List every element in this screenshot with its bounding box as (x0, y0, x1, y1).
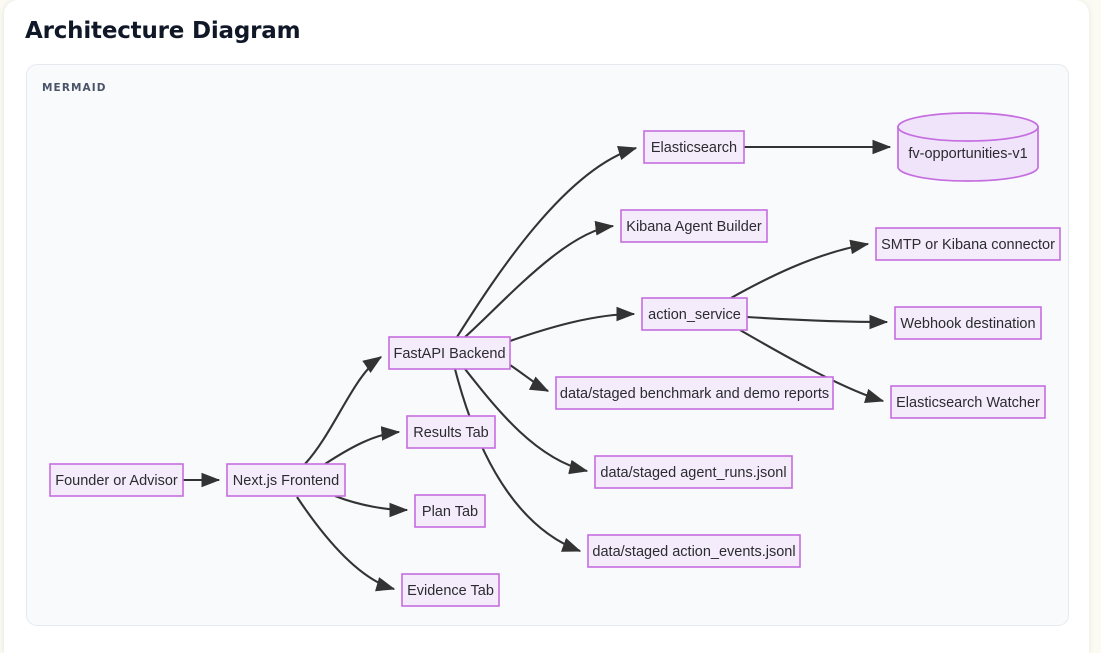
edge-e-frontend-plan (334, 495, 409, 518)
node-action_events[interactable]: data/staged action_events.jsonl (587, 534, 801, 568)
node-label: action_service (648, 307, 741, 323)
node-label: Founder or Advisor (55, 473, 178, 489)
page-title: Architecture Diagram (25, 18, 301, 44)
node-label: Elasticsearch Watcher (896, 395, 1040, 411)
architecture-flowchart: Founder or Advisor Next.js Frontend FastAP… (49, 112, 1061, 607)
node-shape (226, 463, 346, 497)
node-shape (401, 573, 500, 607)
nodes-layer: Founder or Advisor Next.js Frontend FastAP… (49, 112, 1061, 607)
node-label: Elasticsearch (651, 140, 737, 156)
node-plan_tab[interactable]: Plan Tab (414, 494, 486, 528)
node-fv_index[interactable]: fv-opportunities-v1 (897, 112, 1039, 182)
edge-e-action-smtp (730, 239, 870, 299)
node-shape (641, 297, 748, 331)
node-shape (875, 227, 1061, 261)
edges-layer (183, 139, 892, 592)
node-label: Results Tab (413, 425, 489, 441)
node-action_service[interactable]: action_service (641, 297, 748, 331)
node-agent_runs[interactable]: data/staged agent_runs.jsonl (594, 455, 793, 489)
node-smtp[interactable]: SMTP or Kibana connector (875, 227, 1061, 261)
edge-e-backend-kibana (464, 220, 615, 338)
node-shape (555, 376, 834, 410)
node-kibana_agent[interactable]: Kibana Agent Builder (620, 209, 768, 243)
node-bench_reports[interactable]: data/staged benchmark and demo reports (555, 376, 834, 410)
node-shape (49, 463, 184, 497)
node-shape (894, 306, 1042, 340)
edge-e-backend-elastic (456, 145, 638, 338)
node-shape (406, 415, 496, 449)
edge-e-backend-bench (509, 364, 550, 392)
node-label: FastAPI Backend (393, 346, 505, 362)
mermaid-diagram-card: MERMAID Founder or Advisor Next.js Fronte… (26, 64, 1069, 626)
edge-e-action-watcher (739, 329, 885, 403)
edge-e-backend-action (509, 306, 636, 342)
edge-e-frontend-results (324, 426, 401, 465)
node-shape (643, 130, 745, 164)
node-label: SMTP or Kibana connector (881, 237, 1055, 253)
app-page: Architecture Diagram MERMAID Founder or … (4, 0, 1089, 653)
node-elasticsearch[interactable]: Elasticsearch (643, 130, 745, 164)
node-results_tab[interactable]: Results Tab (406, 415, 496, 449)
edge-e-backend-events (453, 368, 582, 552)
node-frontend[interactable]: Next.js Frontend (226, 463, 346, 497)
cylinder-body (897, 126, 1039, 182)
node-founder[interactable]: Founder or Advisor (49, 463, 184, 497)
node-shape (620, 209, 768, 243)
node-backend[interactable]: FastAPI Backend (388, 336, 511, 370)
node-label: data/staged action_events.jsonl (592, 544, 795, 560)
node-label: Evidence Tab (407, 583, 494, 599)
edge-e-frontend-evidence (296, 496, 396, 592)
node-label: Plan Tab (422, 504, 478, 520)
cylinder-top (897, 112, 1039, 142)
edge-e-backend-runs (464, 368, 589, 475)
node-label: fv-opportunities-v1 (908, 146, 1027, 162)
node-watcher[interactable]: Elasticsearch Watcher (890, 385, 1046, 419)
node-shape (414, 494, 486, 528)
node-shape (388, 336, 511, 370)
edge-e-action-webhook (746, 314, 889, 330)
node-shape (594, 455, 793, 489)
node-label: data/staged agent_runs.jsonl (600, 465, 786, 481)
node-label: Next.js Frontend (233, 473, 339, 489)
node-label: data/staged benchmark and demo reports (560, 386, 829, 402)
node-webhook[interactable]: Webhook destination (894, 306, 1042, 340)
edge-e-frontend-backend (304, 356, 383, 465)
node-label: Webhook destination (900, 316, 1035, 332)
node-shape (890, 385, 1046, 419)
node-label: Kibana Agent Builder (626, 219, 762, 235)
node-shape (587, 534, 801, 568)
diagram-language-label: MERMAID (42, 82, 107, 94)
node-evidence_tab[interactable]: Evidence Tab (401, 573, 500, 607)
